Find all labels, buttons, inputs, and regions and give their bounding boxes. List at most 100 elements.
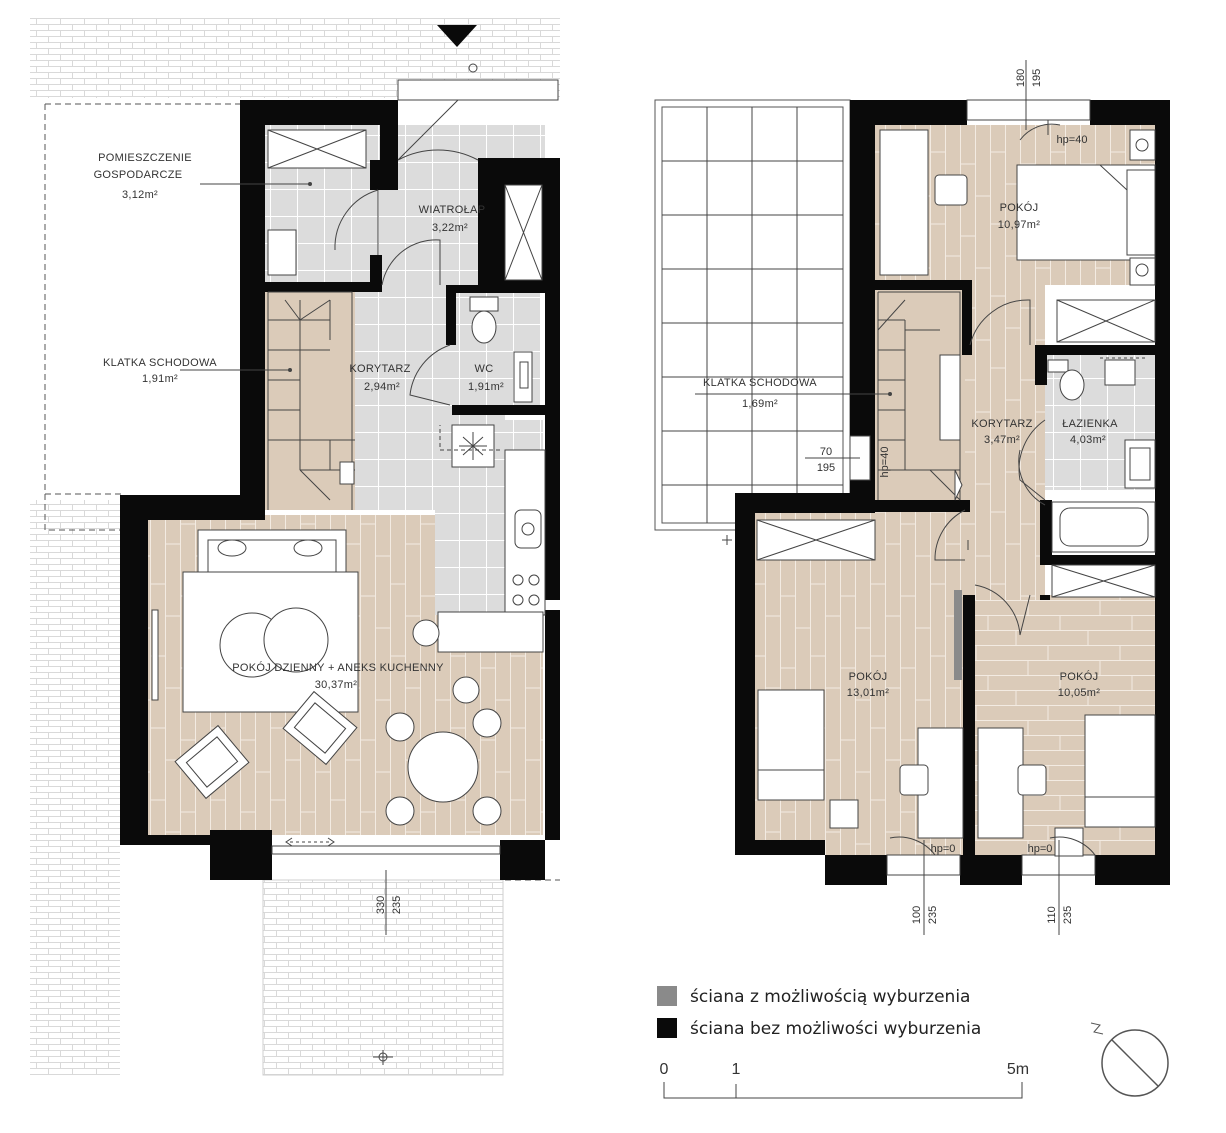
uf-wall-stair-right — [962, 280, 972, 355]
north-arrow-icon — [1090, 1022, 1169, 1097]
wall-wc-left — [446, 285, 456, 345]
uf-room-left-area: 13,01m² — [847, 687, 889, 699]
uf-dim-left-a: 100 — [911, 906, 923, 924]
scale-bar: 0 1 5m — [660, 1061, 1029, 1099]
gf-storage-area: 3,12m² — [122, 189, 158, 201]
wall-vest-mid — [370, 255, 382, 290]
uf-dim-right-a: 110 — [1046, 906, 1058, 924]
gf-door-dim-b: 235 — [391, 896, 403, 914]
uf-wall-removable — [954, 590, 962, 680]
uf-stair-area: 1,69m² — [742, 398, 778, 410]
legend-fixed-text: ściana bez możliwości wyburzenia — [690, 1019, 981, 1039]
uf-wall-mid-div — [963, 595, 975, 855]
uf-wall-bottom-mid — [960, 855, 1022, 885]
wall-vest-h — [265, 282, 382, 292]
uf-dim-right-b: 235 — [1062, 906, 1074, 924]
uf-wall-bottom-l2 — [825, 855, 887, 885]
gf-storage-name: POMIESZCZENIE — [98, 152, 192, 164]
uf-bedroom-left — [757, 689, 964, 856]
wall-wc-bottom — [452, 405, 545, 415]
uf-staircase — [877, 291, 963, 501]
uf-dim-top-b: 195 — [1031, 69, 1043, 87]
gf-vestibule-name: WIATROŁAP — [419, 204, 486, 216]
uf-hp-right: hp=0 — [1028, 843, 1053, 855]
uf-wall-left-mid — [735, 493, 875, 513]
uf-dim-top-a: 180 — [1015, 69, 1027, 87]
gf-vestibule-area: 3,22m² — [432, 222, 468, 234]
uf-bath-name: ŁAZIENKA — [1062, 418, 1118, 430]
corridor-up-floor — [965, 285, 1045, 510]
entry-arrow-icon — [437, 25, 477, 47]
uf-bedroom-top — [879, 120, 1156, 343]
uf-wall-bath-bottom — [1040, 500, 1052, 560]
ground-staircase — [267, 291, 355, 510]
uf-wall-left — [735, 493, 755, 850]
uf-wall-rooms-h — [1040, 555, 1155, 565]
uf-dim-stair-a: 70 — [820, 446, 832, 458]
uf-window-top — [966, 99, 1091, 121]
uf-wall-left-top — [850, 100, 875, 500]
ground-floor: POMIESZCZENIE GOSPODARCZE 3,12m² WIATROŁ… — [30, 18, 560, 1076]
uf-wall-top-a — [850, 100, 967, 125]
scale-zero: 0 — [660, 1061, 669, 1078]
uf-bedroom-right — [977, 714, 1156, 857]
terrace-door — [271, 845, 501, 855]
wall-left-upper — [240, 100, 265, 520]
corridor-door-swing — [381, 239, 441, 286]
scale-five: 5m — [1007, 1061, 1029, 1078]
wc-fixtures — [469, 296, 533, 403]
upper-floor: 180 195 hp=40 70 195 hp=40 100 235 110 2… — [654, 60, 1170, 935]
vestibule-bench — [267, 229, 297, 276]
uf-room-top-area: 10,97m² — [998, 219, 1040, 231]
kitchen — [412, 424, 546, 704]
wall-door-stub — [370, 160, 398, 190]
uf-wall-stair-top — [875, 280, 970, 290]
gf-storage-name2: GOSPODARCZE — [94, 169, 183, 181]
vestibule-door-swing — [334, 189, 379, 255]
gf-stair-name: KLATKA SCHODOWA — [103, 357, 217, 369]
uf-dim-left-b: 235 — [927, 906, 939, 924]
legend: ściana z możliwością wyburzenia ściana b… — [657, 986, 981, 1039]
living-furniture — [174, 529, 502, 847]
uf-room-right-area: 10,05m² — [1058, 687, 1100, 699]
uf-room-left-name: POKÓJ — [849, 670, 888, 683]
gf-living-name: POKÓJ DZIENNY + ANEKS KUCHENNY — [232, 661, 444, 674]
uf-wall-right — [1155, 100, 1170, 885]
entry-door-swing — [397, 99, 479, 161]
uf-wall-bottom-right — [1095, 855, 1170, 885]
uf-room-top-name: POKÓJ — [1000, 201, 1039, 214]
wall-bottom-left — [120, 835, 272, 845]
uf-corridor-area: 3,47m² — [984, 434, 1020, 446]
gf-living-area: 30,37m² — [315, 679, 357, 691]
scale-one: 1 — [732, 1061, 741, 1078]
uf-room-right-name: POKÓJ — [1060, 670, 1099, 683]
uf-dim-stair-b: 195 — [817, 462, 835, 474]
legend-removable-text: ściana z możliwością wyburzenia — [690, 987, 970, 1007]
uf-wall-stair-bottom — [875, 500, 970, 512]
uf-bathroom — [1018, 357, 1156, 553]
uf-stair-name: KLATKA SCHODOWA — [703, 377, 817, 389]
wall-wc-top — [446, 285, 545, 293]
gf-corridor-area: 2,94m² — [364, 381, 400, 393]
uf-wall-top-stub — [1040, 595, 1050, 600]
uf-wall-bath-top — [1035, 345, 1155, 355]
uf-bath-area: 4,03m² — [1070, 434, 1106, 446]
legend-swatch-removable — [657, 986, 677, 1006]
gf-door-dim-a: 330 — [375, 896, 387, 914]
ground-exterior-walls — [120, 100, 560, 880]
window-left — [151, 609, 159, 701]
terrace — [262, 879, 504, 1076]
gf-stair-area: 1,91m² — [142, 373, 178, 385]
legend-swatch-fixed — [657, 1018, 677, 1038]
wc-door-swing — [409, 344, 451, 406]
front-window — [397, 79, 559, 101]
terrace-outline — [44, 494, 560, 881]
uf-corridor-name: KORYTARZ — [971, 418, 1032, 430]
uf-wall-bottom-left — [735, 840, 825, 855]
uf-hp-left: hp=0 — [931, 843, 956, 855]
uf-hp-top: hp=40 — [1057, 134, 1088, 146]
entry-marker-icon — [468, 63, 478, 73]
gf-wc-name: WC — [475, 363, 494, 375]
